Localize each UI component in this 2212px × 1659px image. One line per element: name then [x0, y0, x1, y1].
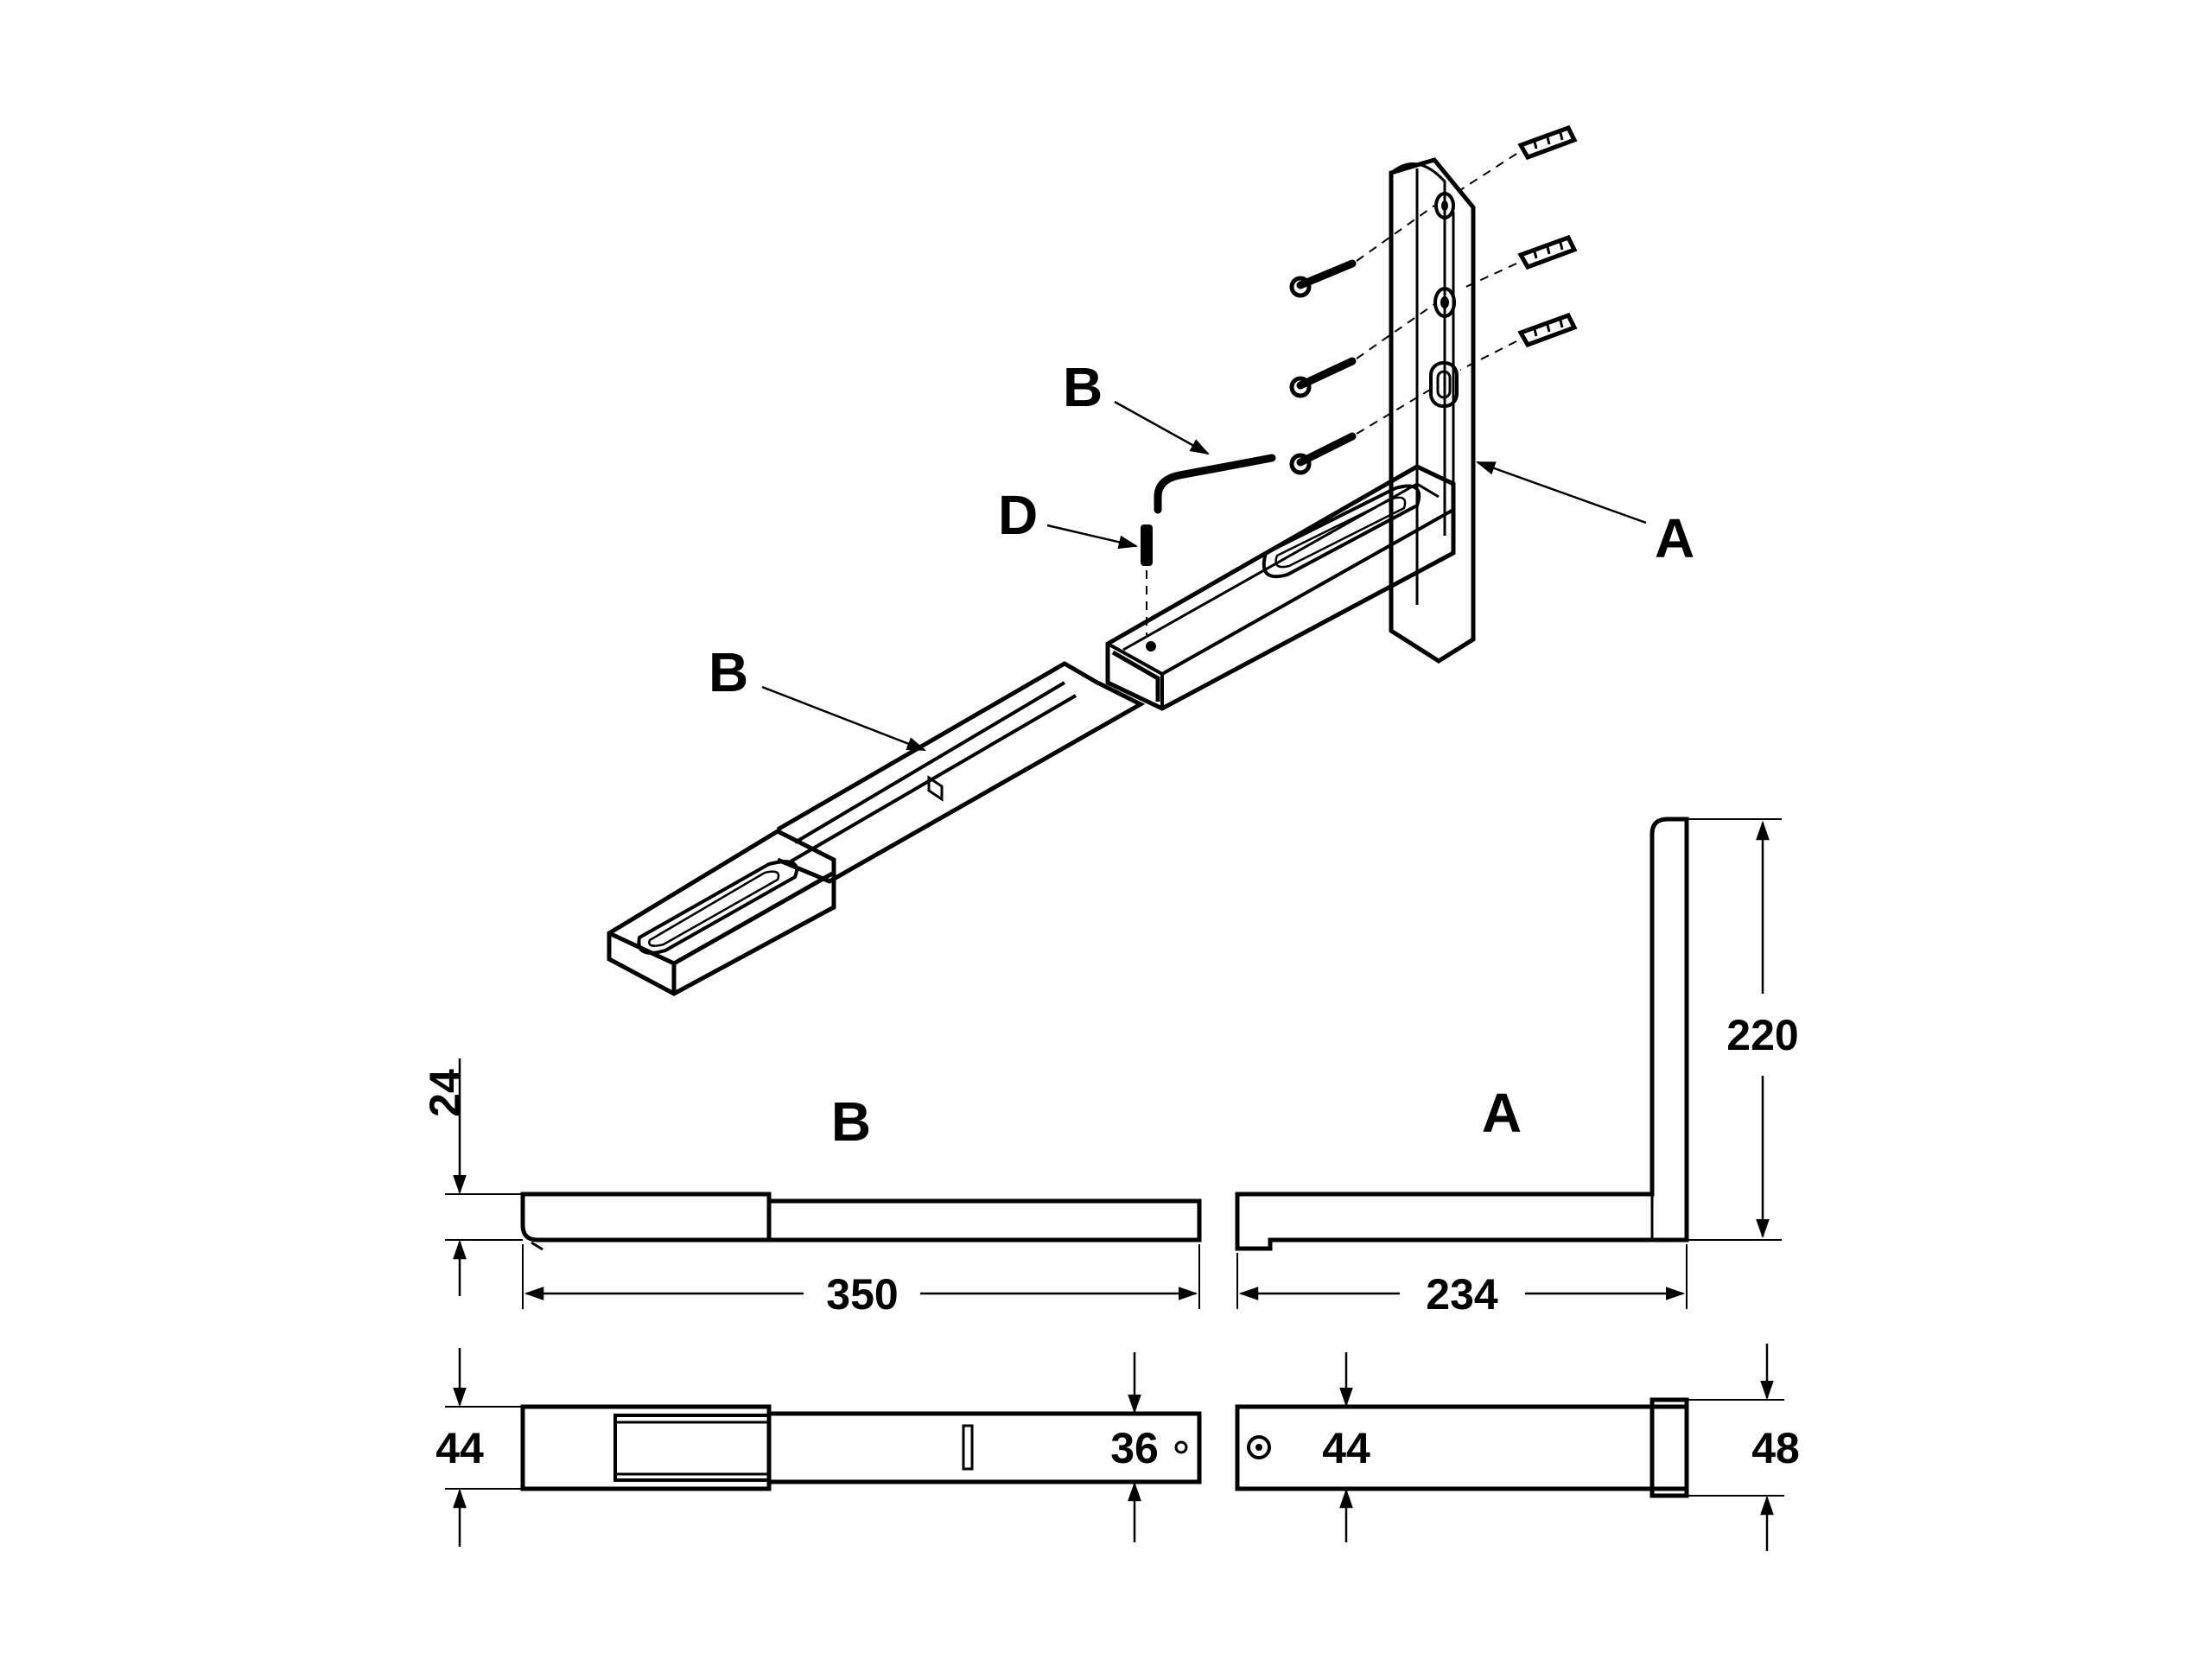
hex-key — [1154, 454, 1276, 514]
dim-lines-width — [445, 1344, 1784, 1551]
dim-height-a: 220 — [1726, 1011, 1798, 1059]
pin — [1141, 524, 1153, 635]
dim-length-a: 234 — [1426, 1270, 1498, 1319]
bracket-b-iso — [607, 661, 1146, 996]
leader-b-lower — [761, 685, 927, 752]
view-label-a: A — [1482, 1082, 1522, 1144]
top-view-b — [520, 1404, 1202, 1491]
callout-a: A — [1655, 507, 1694, 569]
bracket-a-iso — [1105, 157, 1476, 711]
screws — [1289, 205, 1435, 475]
top-view-a — [1235, 1397, 1689, 1498]
dim-height-b: 24 — [421, 1069, 469, 1117]
dim-width-b-inner: 36 — [1110, 1424, 1159, 1472]
dim-lines-b-height — [445, 1058, 523, 1296]
leader-d — [1046, 524, 1139, 550]
callout-d: D — [998, 484, 1038, 546]
view-label-b: B — [831, 1090, 871, 1153]
dim-width-a-outer: 48 — [1751, 1424, 1800, 1472]
dim-lines-length — [522, 1244, 1688, 1309]
leader-b-upper — [1114, 400, 1210, 455]
callout-b-lower: B — [709, 641, 748, 703]
wall-plugs — [1459, 124, 1578, 371]
side-view-b — [520, 1192, 1202, 1251]
isometric-view: B D A B — [607, 124, 1694, 996]
callout-b-upper: B — [1063, 356, 1103, 418]
dim-width-a-inner: 44 — [1322, 1424, 1370, 1472]
side-view-a — [1235, 817, 1689, 1251]
dim-lines-a-height — [1687, 818, 1782, 1241]
dim-length-b: 350 — [826, 1270, 898, 1319]
dim-width-b-outer: 44 — [435, 1424, 484, 1472]
leader-a — [1475, 461, 1647, 524]
